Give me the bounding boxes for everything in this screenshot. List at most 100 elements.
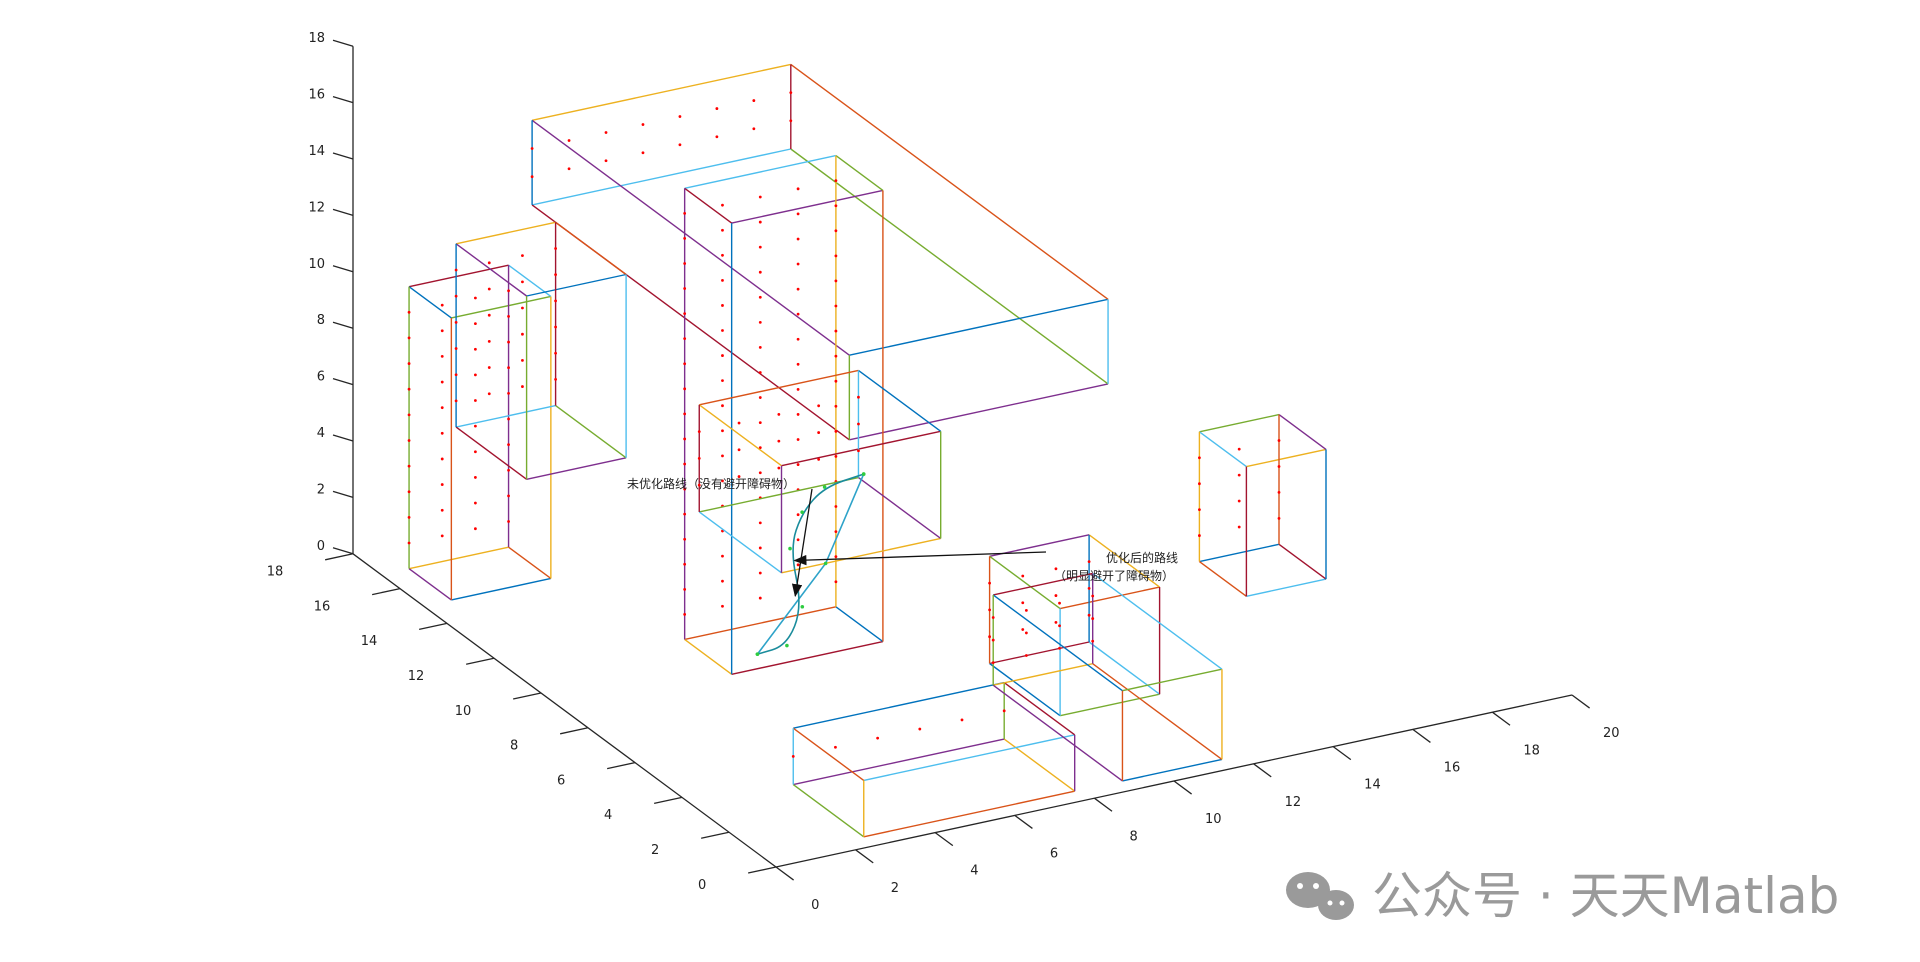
obstacle-edge bbox=[792, 727, 865, 781]
obstacle-point bbox=[454, 347, 458, 350]
obstacle-point bbox=[1198, 482, 1201, 486]
obstacle-edge bbox=[1092, 572, 1223, 670]
obstacle-edge bbox=[858, 476, 942, 540]
y-tick-label: 4 bbox=[604, 808, 612, 823]
obstacle-point bbox=[473, 373, 477, 377]
path-point bbox=[800, 604, 805, 609]
x-tick-label: 8 bbox=[1130, 829, 1138, 844]
obstacle-point bbox=[440, 534, 444, 538]
obstacle-point bbox=[521, 254, 524, 258]
obstacle-point bbox=[683, 437, 687, 441]
obstacle-edge bbox=[858, 369, 942, 432]
obstacle-point bbox=[817, 431, 821, 434]
obstacle-point bbox=[1091, 617, 1095, 620]
obstacle-point bbox=[567, 139, 571, 142]
z-tick-label: 14 bbox=[308, 144, 325, 159]
obstacle-point bbox=[1091, 639, 1095, 643]
obstacle-point bbox=[834, 229, 838, 233]
obstacle-edge bbox=[1059, 586, 1160, 610]
obstacle-point bbox=[440, 483, 444, 486]
obstacle-point bbox=[487, 339, 491, 343]
obstacle-point bbox=[683, 512, 687, 516]
x-tick-label: 6 bbox=[1050, 847, 1058, 862]
x-tick-label: 2 bbox=[891, 881, 899, 896]
obstacle-point bbox=[454, 399, 458, 403]
obstacle-point bbox=[1277, 439, 1281, 442]
obstacle-point bbox=[604, 131, 608, 134]
obstacle-point bbox=[683, 537, 687, 541]
obstacle-point bbox=[454, 294, 458, 298]
path-series-2 bbox=[757, 473, 864, 655]
obstacle-point bbox=[1237, 525, 1241, 529]
obstacle-point bbox=[683, 237, 687, 240]
obstacle-point bbox=[678, 143, 682, 147]
obstacle-point bbox=[1237, 499, 1241, 503]
obstacle-point bbox=[817, 457, 821, 461]
obstacle-edge bbox=[451, 577, 552, 601]
obstacle-point bbox=[683, 587, 687, 591]
obstacle-point bbox=[721, 479, 724, 483]
watermark: 公众号 · 天天Matlab bbox=[1286, 867, 1839, 925]
obstacle-point bbox=[721, 379, 724, 383]
obstacle-point bbox=[1277, 465, 1281, 468]
obstacle-edge bbox=[792, 784, 865, 838]
obstacle-point bbox=[678, 115, 682, 118]
y-tick-label: 14 bbox=[361, 634, 378, 649]
obstacle-point bbox=[454, 268, 458, 272]
obstacle-edge bbox=[1088, 534, 1161, 588]
obstacle-point bbox=[521, 358, 524, 362]
obstacle-edge bbox=[793, 738, 1005, 786]
x-tick bbox=[1332, 746, 1352, 761]
obstacle-point bbox=[834, 204, 838, 208]
obstacle-edge bbox=[408, 568, 452, 601]
y-tick bbox=[654, 796, 683, 805]
obstacle-point bbox=[1002, 709, 1006, 713]
obstacle-edge bbox=[698, 511, 782, 574]
obstacle-edge bbox=[684, 638, 733, 675]
obstacle-point bbox=[918, 727, 922, 731]
wechat-eye bbox=[1313, 883, 1319, 889]
obstacle-1 bbox=[407, 264, 552, 601]
z-tick bbox=[332, 39, 354, 47]
obstacle-point bbox=[487, 366, 491, 369]
y-tick bbox=[513, 692, 542, 700]
obstacle-edge bbox=[531, 63, 791, 121]
obstacle-point bbox=[721, 278, 724, 282]
obstacle-point bbox=[857, 395, 860, 399]
obstacle-edge bbox=[684, 154, 837, 189]
z-tick-label: 4 bbox=[317, 426, 325, 441]
obstacle-point bbox=[758, 471, 762, 475]
obstacle-point bbox=[796, 362, 800, 366]
obstacle-edge bbox=[1199, 543, 1280, 563]
obstacle-point bbox=[834, 555, 838, 559]
obstacle-point bbox=[752, 99, 756, 102]
obstacle-point bbox=[796, 337, 800, 341]
annotation-unoptimized: 未优化路线（没有避开障碍物） bbox=[627, 476, 795, 491]
obstacle-point bbox=[988, 635, 991, 639]
obstacle-edge bbox=[1198, 431, 1247, 468]
x-tick-label: 10 bbox=[1205, 812, 1222, 827]
y-tick bbox=[560, 727, 589, 735]
y-tick bbox=[701, 831, 730, 839]
obstacle-point bbox=[440, 508, 444, 512]
obstacle-edge bbox=[793, 681, 1005, 729]
obstacle-point bbox=[683, 362, 687, 366]
obstacle-point bbox=[1198, 534, 1201, 537]
obstacle-point bbox=[789, 91, 793, 94]
obstacle-point bbox=[1024, 631, 1028, 635]
obstacle-point bbox=[758, 245, 762, 249]
obstacle-point bbox=[530, 175, 534, 179]
obstacle-point bbox=[796, 237, 800, 241]
obstacle-point bbox=[507, 494, 510, 498]
obstacle-edge bbox=[1003, 738, 1076, 792]
obstacle-point bbox=[796, 413, 800, 416]
obstacle-edge bbox=[455, 243, 528, 297]
obstacle-point bbox=[697, 483, 701, 487]
obstacle-point bbox=[530, 147, 534, 150]
obstacle-point bbox=[834, 254, 838, 258]
y-tick-label: 12 bbox=[408, 669, 425, 684]
y-tick-label: 10 bbox=[455, 704, 472, 719]
obstacle-point bbox=[487, 261, 491, 265]
obstacle-point bbox=[473, 322, 477, 325]
